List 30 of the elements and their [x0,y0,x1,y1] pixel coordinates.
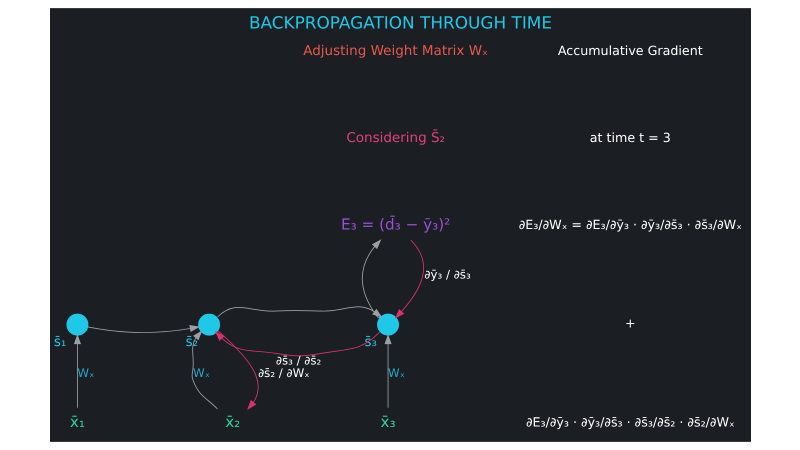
arrow [73,334,80,408]
edge-label: ∂s̄₃ / ∂s̄₂ [275,353,321,368]
label: ∂E₃/∂Wₓ = ∂E₃/∂ȳ₃ · ∂ȳ₃/∂s̄₃ · ∂s̄₃/∂Wₓ [518,216,742,232]
label: Adjusting Weight Matrix Wₓ [302,43,488,60]
edge-label: ∂ȳ₃ / ∂s̄₃ [424,267,470,282]
diagram-title: BACKPROPAGATION THROUGH TIME [248,12,552,32]
arrow [87,325,200,333]
label: ∂E₃/∂ȳ₃ · ∂ȳ₃/∂s̄₃ · ∂s̄₃/∂s̄₂ · ∂s̄₂/∂Wₓ [525,414,734,430]
node-circle [66,314,88,336]
node-text: x̄₂ [224,413,240,432]
edge-label: Wₓ [388,366,404,380]
node-circle [376,314,399,336]
arrow [394,240,424,319]
node-label: s̄₁ [53,334,66,350]
arrow [214,331,380,356]
arrow [191,330,218,410]
label: Considering S̄₂ [346,130,444,146]
edge-label: ∂s̄₂ / ∂Wₓ [258,366,310,380]
node-text: E₃ = (d̄₃ − ȳ₃)² [340,216,450,234]
arrow [361,239,381,318]
arrow [216,330,258,410]
arrow [384,334,392,408]
label: at time t = 3 [589,130,670,145]
label: Accumulative Gradient [557,42,702,58]
node-circle [198,314,220,336]
label: + [624,316,636,331]
arrow [216,306,382,318]
node-text: x̄₁ [69,413,84,432]
edge-label: Wₓ [192,366,210,380]
node-text: x̄₃ [380,413,396,432]
